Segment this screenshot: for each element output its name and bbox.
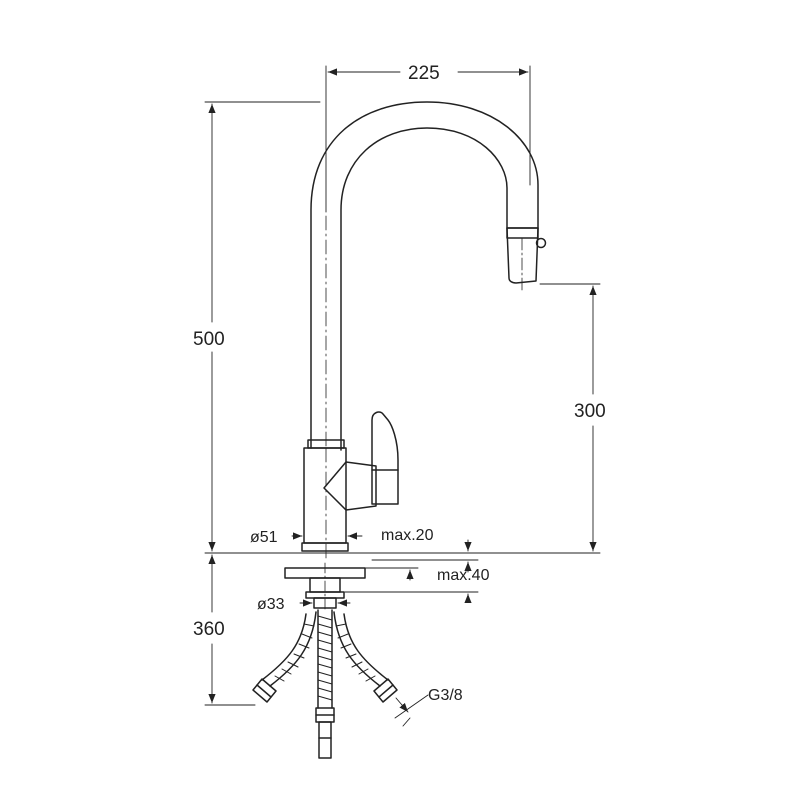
base-ring	[301, 542, 349, 552]
spout-inner-line	[340, 127, 508, 451]
spray-head	[506, 227, 547, 293]
center-hose-braid	[317, 615, 333, 701]
hoses	[219, 609, 398, 759]
label-max-40: max.40	[437, 567, 490, 584]
left-hose	[261, 611, 317, 687]
label-max-20: max.20	[381, 527, 434, 544]
right-hose-nut	[373, 678, 398, 703]
spray-button	[535, 237, 547, 249]
main-body	[303, 447, 347, 544]
label-thread-g38: G3/8	[428, 687, 463, 704]
spout	[310, 101, 539, 451]
lever	[371, 411, 399, 505]
spray-head-band	[506, 227, 539, 239]
g38-leader	[394, 694, 429, 719]
left-hose-nut	[252, 678, 277, 703]
spray-head-body	[506, 227, 539, 284]
label-diameter-51: ø51	[250, 529, 278, 546]
deck-fixing	[284, 562, 366, 613]
label-width-225: 225	[408, 63, 440, 84]
right-hose-braid	[335, 623, 376, 682]
right-hose	[333, 611, 389, 687]
cartridge	[323, 461, 377, 511]
center-hose-pipe	[318, 721, 332, 759]
label-height-300: 300	[574, 401, 606, 422]
label-diameter-33: ø33	[257, 596, 285, 613]
label-height-360: 360	[193, 619, 225, 640]
label-height-500: 500	[193, 329, 225, 350]
dimension-lines	[204, 65, 601, 727]
spout-outer-line	[310, 101, 539, 449]
left-hose-braid	[274, 623, 315, 682]
tap-body	[301, 411, 399, 561]
